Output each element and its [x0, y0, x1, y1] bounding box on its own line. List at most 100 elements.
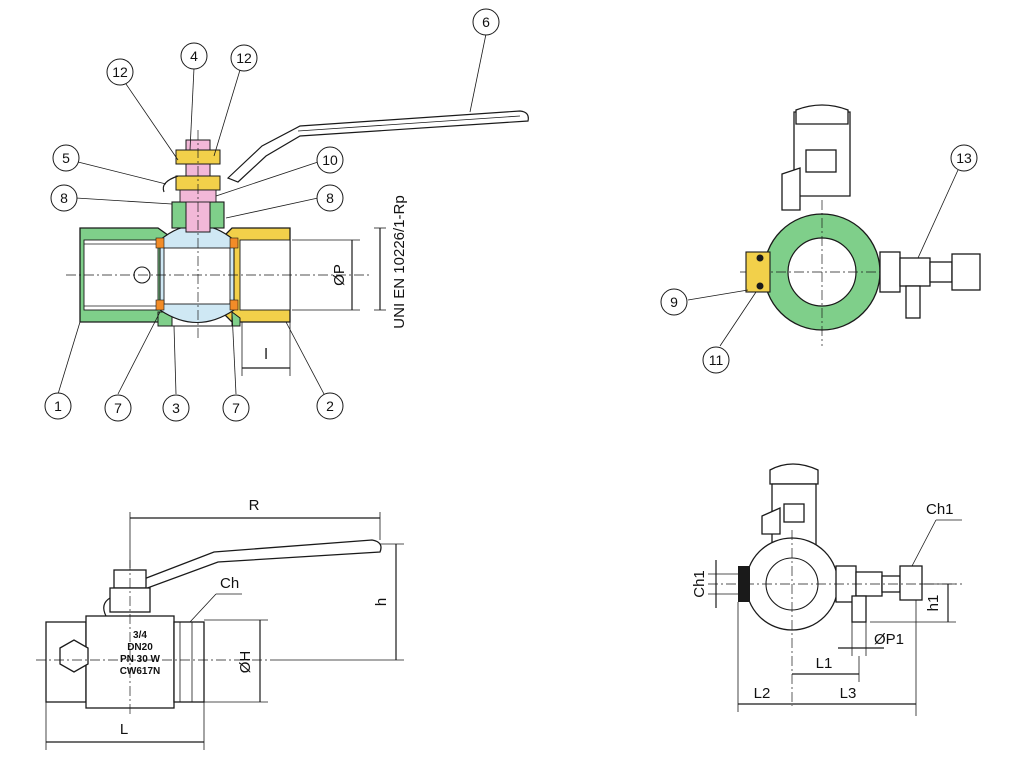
callout-12b: 12 [230, 44, 258, 72]
seat-top-left [155, 237, 165, 249]
ext-top-outlet-cap [899, 565, 923, 601]
h-label: h [373, 598, 390, 606]
leader-11 [719, 291, 757, 347]
ext-handle-root [103, 597, 111, 617]
leader-5 [77, 161, 167, 185]
ext-top-stem-nut [783, 503, 805, 523]
leader-6 [469, 33, 487, 113]
ch-leader [189, 593, 217, 623]
handle-edge-line [297, 115, 521, 132]
ext-handle-lever [134, 539, 382, 591]
callout-11: 11 [702, 346, 730, 374]
outlet-cap [951, 253, 981, 291]
svg-text:7: 7 [232, 400, 240, 416]
svg-text:1: 1 [54, 398, 62, 414]
svg-text:5: 5 [62, 150, 70, 166]
standard-text: UNI EN 10226/1-Rp [391, 195, 408, 328]
external-top-view: Ch1 Ch1 h1 ØP1 L1 L2 L3 [691, 463, 962, 716]
leader-4 [189, 67, 195, 151]
seat-bottom-right [229, 299, 239, 311]
handle-lever [226, 110, 529, 183]
outlet-hose-tail [905, 285, 921, 319]
marking-dn: DN20 [127, 642, 153, 653]
top-view-handle-cap [795, 104, 849, 125]
leader-9 [687, 289, 749, 301]
callout-3: 3 [162, 394, 190, 422]
top-view-stem-nut [805, 149, 837, 173]
callout-9: 9 [660, 288, 688, 316]
op1-label: ØP1 [874, 631, 904, 648]
outlet-connector [929, 261, 953, 283]
leader-7b [231, 311, 237, 395]
callout-8a: 8 [50, 184, 78, 212]
ext-body-right [173, 621, 205, 703]
callout-10: 10 [316, 146, 344, 174]
callout-7b: 7 [222, 394, 250, 422]
svg-text:12: 12 [236, 50, 252, 66]
callout-7a: 7 [104, 394, 132, 422]
svg-text:2: 2 [326, 398, 334, 414]
ch-label: Ch [220, 575, 239, 592]
ext-top-hose-tail [851, 595, 867, 623]
callout-2: 2 [316, 392, 344, 420]
h1-label: h1 [925, 595, 942, 612]
marking-material: CW617N [120, 666, 161, 677]
r-label: R [249, 497, 260, 514]
seat-top-right [229, 237, 239, 249]
seat-bottom-left [155, 299, 165, 311]
ext-hex-socket [59, 639, 89, 673]
svg-text:4: 4 [190, 48, 198, 64]
leader-2 [285, 321, 325, 395]
ext-top-handle-cap [769, 463, 819, 485]
callout-6: 6 [472, 8, 500, 36]
leader-8b [225, 197, 319, 219]
l3-label: L3 [840, 685, 857, 702]
ch1-top-leader [911, 519, 937, 567]
handle-root-curve [162, 175, 179, 193]
svg-text:11: 11 [709, 352, 724, 368]
leader-3 [173, 325, 177, 395]
svg-text:13: 13 [956, 150, 972, 166]
callout-8b: 8 [316, 184, 344, 212]
leader-8a [75, 197, 173, 205]
outlet-body [899, 257, 931, 287]
ch1-top-label: Ch1 [926, 501, 954, 518]
svg-text:12: 12 [112, 64, 128, 80]
outlet-nut [879, 251, 901, 293]
l1-label: L1 [816, 655, 833, 672]
l-big-label: L [120, 721, 128, 738]
marking-pn: PN 30 W [120, 654, 161, 665]
plug-oring-top [756, 254, 764, 262]
leader-13 [917, 169, 959, 259]
callout-5: 5 [52, 144, 80, 172]
svg-text:6: 6 [482, 14, 490, 30]
svg-text:8: 8 [60, 190, 68, 206]
ball-bore [163, 247, 231, 305]
leader-12a [125, 83, 179, 161]
svg-text:8: 8 [326, 190, 334, 206]
leader-12b [213, 69, 241, 157]
marking-size: 3/4 [133, 630, 147, 641]
callout-4: 4 [180, 42, 208, 70]
svg-text:9: 9 [670, 294, 678, 310]
top-section-view [740, 104, 981, 346]
leader-10 [215, 161, 319, 197]
leader-7a [117, 311, 161, 395]
callout-leaders [57, 33, 959, 395]
callout-12a: 12 [106, 58, 134, 86]
callouts: 6 4 12 12 5 8 10 8 1 7 3 7 2 9 11 13 [44, 8, 978, 422]
leader-1 [57, 321, 81, 395]
external-view: 3/4 DN20 PN 30 W CW617N R h Ch ØH L [36, 497, 404, 750]
oh-label: ØH [237, 651, 254, 674]
ext-top-handle-stub [761, 506, 781, 535]
l-label: l [264, 346, 267, 363]
ch1-left-label: Ch1 [691, 570, 708, 598]
svg-text:3: 3 [172, 400, 180, 416]
callout-13: 13 [950, 144, 978, 172]
svg-text:7: 7 [114, 400, 122, 416]
sectional-view: ØP UNI EN 10226/1-Rp l [66, 110, 529, 376]
top-view-handle-stub [781, 167, 801, 211]
svg-text:10: 10 [322, 152, 338, 168]
callout-1: 1 [44, 392, 72, 420]
